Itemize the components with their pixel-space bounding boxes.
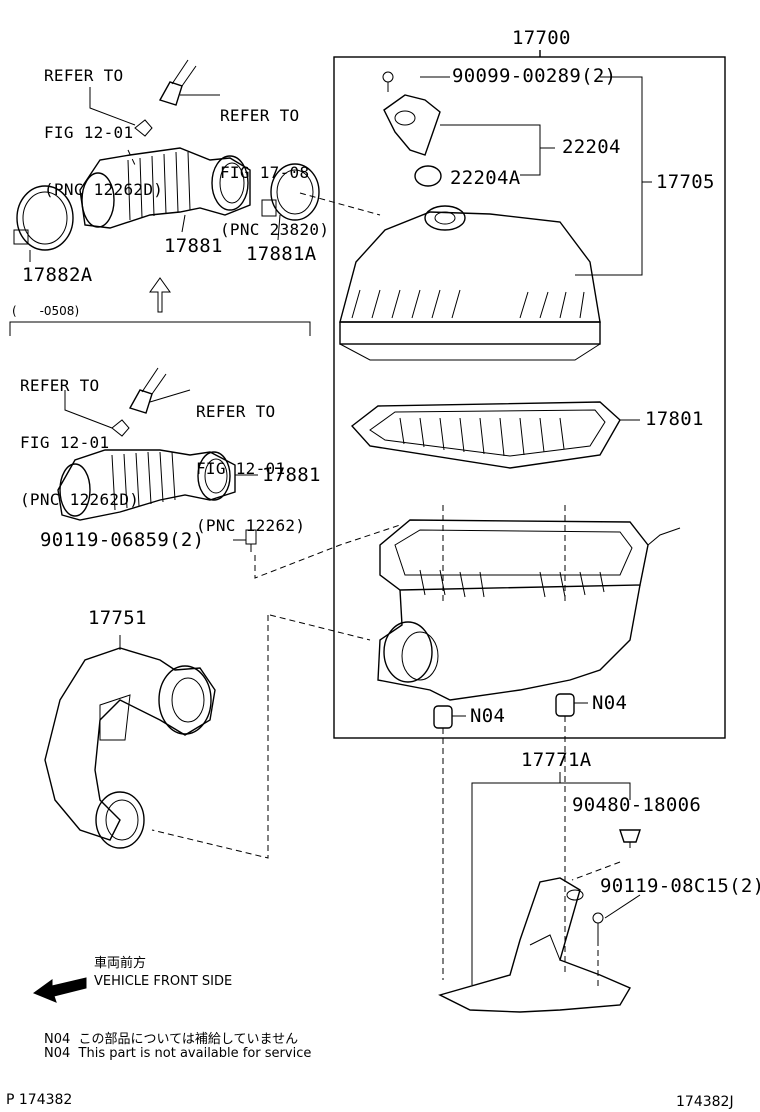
ref-pipe-top bbox=[158, 59, 197, 106]
label-17700: 17700 bbox=[512, 27, 571, 49]
label-22204a: 22204A bbox=[450, 167, 521, 189]
ref-fig-17-08: REFER TO FIG 17-08 (PNC 23820) bbox=[220, 68, 329, 258]
label-17881-bottom: 17881 bbox=[262, 464, 321, 486]
footer-right: 174382J bbox=[676, 1094, 734, 1110]
ref-line: REFER TO bbox=[44, 66, 124, 85]
air-cleaner-cap-17705 bbox=[339, 205, 601, 361]
bracket-17771a bbox=[438, 877, 632, 1013]
note-n04-jp: N04 この部品については補給していません bbox=[44, 1032, 299, 1047]
grommet-n04-left bbox=[433, 705, 453, 729]
footer-left: P 174382 bbox=[6, 1092, 73, 1108]
ref-line: REFER TO bbox=[20, 376, 100, 395]
up-arrow-icon bbox=[149, 277, 171, 313]
clamp-17882a bbox=[13, 185, 74, 251]
ref-fig-12-01-top: REFER TO FIG 12-01 (PNC 12262D) bbox=[44, 28, 163, 218]
bolt-90119-08c15-icon bbox=[592, 912, 604, 940]
ref-line: FIG 12-01 bbox=[196, 459, 286, 478]
label-17801: 17801 bbox=[645, 408, 704, 430]
grommet-n04-right bbox=[555, 693, 575, 717]
label-90099-00289: 90099-00289(2) bbox=[452, 65, 617, 87]
label-22204: 22204 bbox=[562, 136, 621, 158]
ref-line: FIG 12-01 bbox=[44, 123, 134, 142]
date-range: ( -0508) bbox=[12, 304, 80, 318]
ref-line: REFER TO bbox=[220, 106, 300, 125]
label-17771a: 17771A bbox=[521, 749, 592, 771]
note-n04-en: N04 This part is not available for servi… bbox=[44, 1046, 312, 1061]
ref-line: FIG 17-08 bbox=[220, 163, 310, 182]
clip-90480-icon bbox=[619, 829, 641, 848]
ref-line: REFER TO bbox=[196, 402, 276, 421]
intake-hose-17881-top bbox=[79, 147, 251, 229]
air-filter-element-17801 bbox=[350, 401, 621, 469]
ref-fig-12-01-bottom-a: REFER TO FIG 12-01 (PNC 12262D) bbox=[20, 338, 139, 528]
label-17751: 17751 bbox=[88, 607, 147, 629]
airflow-meter-22204 bbox=[383, 94, 441, 156]
label-90119-08c15: 90119-08C15(2) bbox=[600, 875, 760, 897]
label-n04-left: N04 bbox=[470, 705, 506, 727]
ref-pipe-bottom bbox=[128, 367, 167, 414]
label-17881a: 17881A bbox=[246, 243, 317, 265]
label-17881-top: 17881 bbox=[164, 235, 223, 257]
ref-fig-12-01-bottom-b: REFER TO FIG 12-01 (PNC 12262) bbox=[196, 364, 305, 554]
intake-hose-17881-bottom bbox=[57, 449, 236, 521]
label-n04-right: N04 bbox=[592, 692, 628, 714]
ref-line: (PNC 12262D) bbox=[44, 180, 164, 199]
assembly-box-17700 bbox=[333, 56, 726, 739]
vehicle-front-en: VEHICLE FRONT SIDE bbox=[94, 974, 233, 989]
ref-line: FIG 12-01 bbox=[20, 433, 110, 452]
clamp-17881a bbox=[261, 163, 320, 221]
bolt-90119-06859-icon bbox=[245, 529, 257, 552]
vehicle-front-jp: 車両前方 bbox=[94, 956, 147, 971]
label-90119-06859: 90119-06859(2) bbox=[40, 529, 205, 551]
intake-duct-17751 bbox=[44, 647, 216, 849]
label-90480-18006: 90480-18006 bbox=[572, 794, 702, 816]
label-17705: 17705 bbox=[656, 171, 715, 193]
bolt-90099-icon bbox=[382, 71, 394, 92]
ref-line: (PNC 12262) bbox=[196, 516, 306, 535]
oring-22204a bbox=[414, 165, 442, 187]
ref-line: (PNC 23820) bbox=[220, 220, 330, 239]
air-cleaner-case bbox=[377, 519, 681, 701]
label-17882a: 17882A bbox=[22, 264, 93, 286]
ref-line: (PNC 12262D) bbox=[20, 490, 140, 509]
vehicle-front-arrow-icon bbox=[32, 977, 87, 1003]
